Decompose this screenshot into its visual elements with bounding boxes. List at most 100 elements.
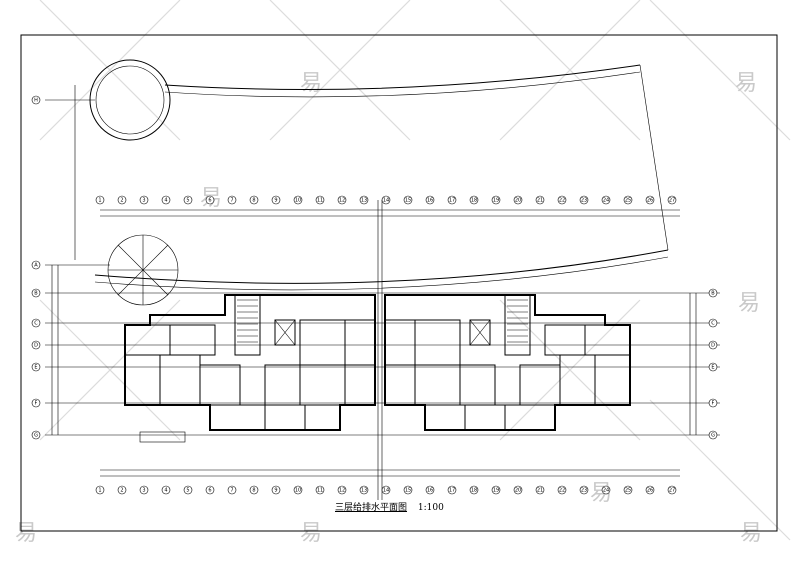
drawing-title: 三层给排水平面图	[335, 503, 408, 513]
axis-label: 8	[252, 488, 255, 494]
axis-bubble	[601, 485, 611, 495]
axis-label: G	[711, 433, 715, 439]
axis-label: 23	[581, 198, 587, 204]
axis-label: 21	[537, 488, 543, 494]
axis-bubble	[708, 288, 718, 298]
axis-bubble	[469, 195, 479, 205]
axis-label: 18	[471, 198, 477, 204]
building-wing-left	[124, 294, 376, 443]
axis-bubble	[183, 195, 193, 205]
axis-label: 10	[295, 488, 301, 494]
axis-bubble	[117, 195, 127, 205]
axis-bubble	[227, 195, 237, 205]
axis-bubble	[535, 485, 545, 495]
axis-label: 16	[427, 488, 433, 494]
axis-bubble	[579, 485, 589, 495]
axis-label: C	[711, 321, 715, 327]
axis-label: 20	[515, 198, 521, 204]
axis-bubble	[183, 485, 193, 495]
axis-label: 1	[98, 488, 101, 494]
axis-bubble	[425, 195, 435, 205]
axis-bubble	[667, 195, 677, 205]
axis-label: 23	[581, 488, 587, 494]
axis-bubble	[557, 195, 567, 205]
axis-label: 19	[493, 198, 499, 204]
watermark-glyph: 易	[740, 521, 762, 546]
axis-bubble	[95, 485, 105, 495]
axis-bubbles-right: B C D E F G	[708, 288, 718, 440]
axis-bubble	[403, 195, 413, 205]
axis-label: 3	[142, 198, 145, 204]
axis-label: E	[711, 365, 714, 371]
axis-bubble	[425, 485, 435, 495]
axis-label: F	[712, 401, 715, 407]
axis-bubble	[31, 340, 41, 350]
axis-bubble	[315, 485, 325, 495]
axis-bubble	[31, 288, 41, 298]
axis-label: 17	[449, 488, 455, 494]
axis-label: 17	[449, 198, 455, 204]
axis-bubble	[645, 195, 655, 205]
axis-label: 25	[625, 488, 631, 494]
axis-label: 2	[120, 198, 123, 204]
axis-bubble	[513, 195, 523, 205]
axis-bubble	[31, 362, 41, 372]
axis-label: 15	[405, 198, 411, 204]
axis-bubble	[293, 485, 303, 495]
axis-bubble	[708, 398, 718, 408]
axis-label: 1	[98, 198, 101, 204]
axis-label: 22	[559, 488, 565, 494]
building-wing-right	[384, 294, 631, 431]
axis-label: E	[34, 365, 37, 371]
site-outline	[45, 59, 669, 291]
axis-bubble	[601, 195, 611, 205]
axis-bubble	[513, 485, 523, 495]
axis-label: 13	[361, 488, 367, 494]
axis-label: 6	[208, 198, 211, 204]
axis-bubble	[708, 340, 718, 350]
axis-bubble	[205, 195, 215, 205]
axis-label: 14	[383, 198, 389, 204]
axis-bubble	[271, 485, 281, 495]
axis-bubble	[271, 195, 281, 205]
axis-label: 7	[230, 198, 233, 204]
axis-bubble	[315, 195, 325, 205]
dimension-lines	[45, 209, 720, 477]
axis-label: 12	[339, 198, 345, 204]
axis-bubble	[249, 195, 259, 205]
axis-label: 8	[252, 198, 255, 204]
axis-bubble	[708, 362, 718, 372]
axis-bubble	[31, 95, 41, 105]
expansion-joint	[377, 200, 383, 500]
axis-label: 11	[317, 198, 323, 204]
axis-label: 4	[164, 198, 167, 204]
axis-bubble	[359, 195, 369, 205]
axis-bubble	[249, 485, 259, 495]
axis-bubble	[708, 318, 718, 328]
axis-bubble	[117, 485, 127, 495]
axis-label: 16	[427, 198, 433, 204]
axis-label: H	[34, 98, 38, 104]
axis-label: 18	[471, 488, 477, 494]
axis-label: 26	[647, 488, 653, 494]
axis-bubble	[205, 485, 215, 495]
axis-bubble	[31, 260, 41, 270]
axis-bubble	[31, 318, 41, 328]
axis-label: 24	[603, 198, 609, 204]
axis-bubble	[623, 485, 633, 495]
axis-bubble	[645, 485, 655, 495]
axis-label: 4	[164, 488, 167, 494]
axis-label: D	[711, 343, 715, 349]
watermark-glyph: 易	[735, 71, 757, 96]
drawing-title-block: 三层给排水平面图 1:100	[335, 500, 475, 516]
axis-label: 27	[669, 198, 675, 204]
drawing-scale: 1:100	[417, 503, 444, 513]
axis-label: 6	[208, 488, 211, 494]
axis-bubble	[31, 398, 41, 408]
axis-bubble	[623, 195, 633, 205]
axis-label: B	[711, 291, 715, 297]
